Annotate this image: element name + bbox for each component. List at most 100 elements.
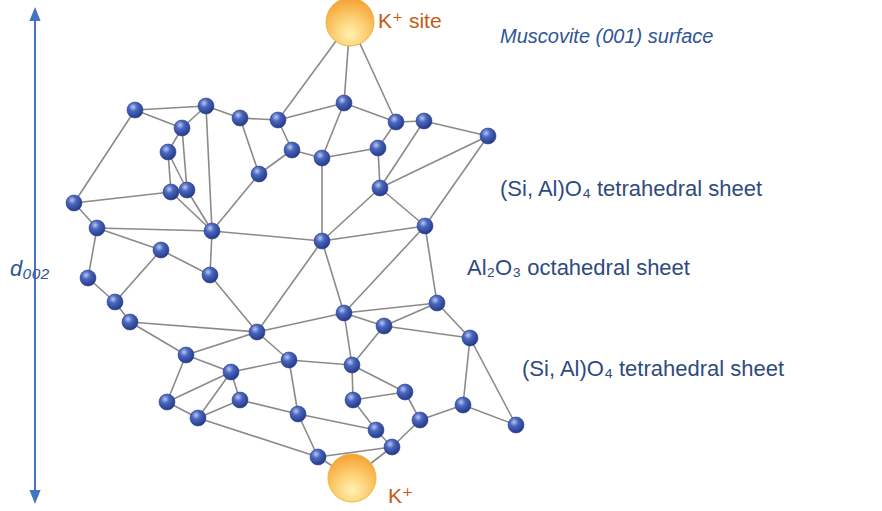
oxygen-atom (370, 140, 386, 156)
bond-line (182, 128, 187, 190)
oxygen-atom (310, 449, 326, 465)
bond-line (130, 322, 257, 332)
oxygen-atom (204, 223, 220, 239)
oxygen-atom (232, 392, 248, 408)
bond-line (257, 313, 344, 332)
oxygen-atom (397, 384, 413, 400)
ion-label: K⁺ site (378, 9, 442, 33)
bond-line (322, 241, 344, 313)
oxygen-atom (281, 352, 297, 368)
bond-line (171, 192, 212, 231)
oxygen-atom (388, 114, 404, 130)
oxygen-atom (107, 294, 123, 310)
oxygen-atom (462, 330, 478, 346)
oxygen-atom (455, 397, 471, 413)
bond-line (470, 338, 516, 425)
oxygen-atom (344, 357, 360, 373)
oxygen-atom (178, 347, 194, 363)
oxygen-atom (190, 410, 206, 426)
bond-line (425, 136, 488, 226)
oxygen-atom (345, 392, 361, 408)
bond-line (384, 326, 470, 338)
sheet-label: Al₂O₃ octahedral sheet (467, 255, 690, 280)
oxygen-atom (384, 439, 400, 455)
bond-line (210, 275, 257, 332)
potassium-ion (326, 0, 374, 46)
bond-line (463, 338, 470, 405)
dimension-arrow (34, 14, 36, 497)
bond-line (380, 121, 424, 188)
oxygen-atom (163, 184, 179, 200)
oxygen-atom (179, 182, 195, 198)
bond-line (212, 174, 259, 231)
bond-line (135, 106, 206, 110)
oxygen-atom (174, 120, 190, 136)
bond-line (97, 228, 161, 250)
bond-line (240, 118, 259, 174)
bond-line (198, 418, 318, 457)
bond-line (240, 400, 298, 414)
bond-line (74, 110, 135, 203)
oxygen-atom (249, 324, 265, 340)
bond-line (212, 231, 322, 241)
oxygen-atom (508, 417, 524, 433)
bond-line (424, 121, 488, 136)
oxygen-atom (127, 102, 143, 118)
oxygen-atom (270, 112, 286, 128)
oxygen-atom (417, 218, 433, 234)
oxygen-atom (336, 95, 352, 111)
oxygen-atom (122, 314, 138, 330)
bond-line (231, 360, 289, 372)
bond-line (130, 322, 186, 355)
bond-line (115, 250, 161, 302)
oxygen-atom (251, 166, 267, 182)
oxygen-atom (412, 412, 428, 428)
bond-line (352, 365, 405, 392)
oxygen-atom (66, 195, 82, 211)
bond-line (186, 332, 257, 355)
oxygen-atom (416, 113, 432, 129)
bond-line (298, 414, 376, 430)
oxygen-atom (429, 295, 445, 311)
potassium-ion (328, 454, 376, 502)
bond-line (344, 303, 437, 313)
oxygen-atom (314, 233, 330, 249)
oxygen-atom (232, 110, 248, 126)
sheet-label: (Si, Al)O₄ tetrahedral sheet (500, 176, 762, 201)
oxygen-atom (198, 98, 214, 114)
oxygen-atom (89, 220, 105, 236)
bond-line (167, 372, 231, 402)
oxygen-atom (159, 394, 175, 410)
oxygen-atom (368, 422, 384, 438)
oxygen-atom (290, 406, 306, 422)
oxygen-atom (480, 128, 496, 144)
bond-line (289, 360, 352, 365)
bond-line (380, 188, 425, 226)
oxygen-atom (80, 270, 96, 286)
bond-line (97, 228, 212, 231)
bond-line (322, 226, 425, 241)
oxygen-atom (336, 305, 352, 321)
bond-line (384, 303, 437, 326)
bond-line (344, 226, 425, 313)
bond-line (321, 158, 323, 241)
oxygen-atom (223, 364, 239, 380)
bond-line (322, 103, 344, 158)
bond-line (257, 241, 322, 332)
oxygen-atom (160, 144, 176, 160)
bond-line (206, 106, 212, 231)
sheet-label: (Si, Al)O₄ tetrahedral sheet (522, 356, 784, 381)
oxygen-atom (376, 318, 392, 334)
dimension-label: d₀₀₂ (10, 256, 49, 281)
oxygen-atom (372, 180, 388, 196)
ion-label: K⁺ (388, 484, 413, 508)
oxygen-atom (314, 150, 330, 166)
oxygen-atom (202, 267, 218, 283)
bond-line (74, 192, 171, 203)
oxygen-atom (284, 142, 300, 158)
surface-label: Muscovite (001) surface (500, 25, 713, 48)
bond-line (463, 405, 516, 425)
oxygen-atom (153, 242, 169, 258)
bond-line (322, 148, 378, 158)
